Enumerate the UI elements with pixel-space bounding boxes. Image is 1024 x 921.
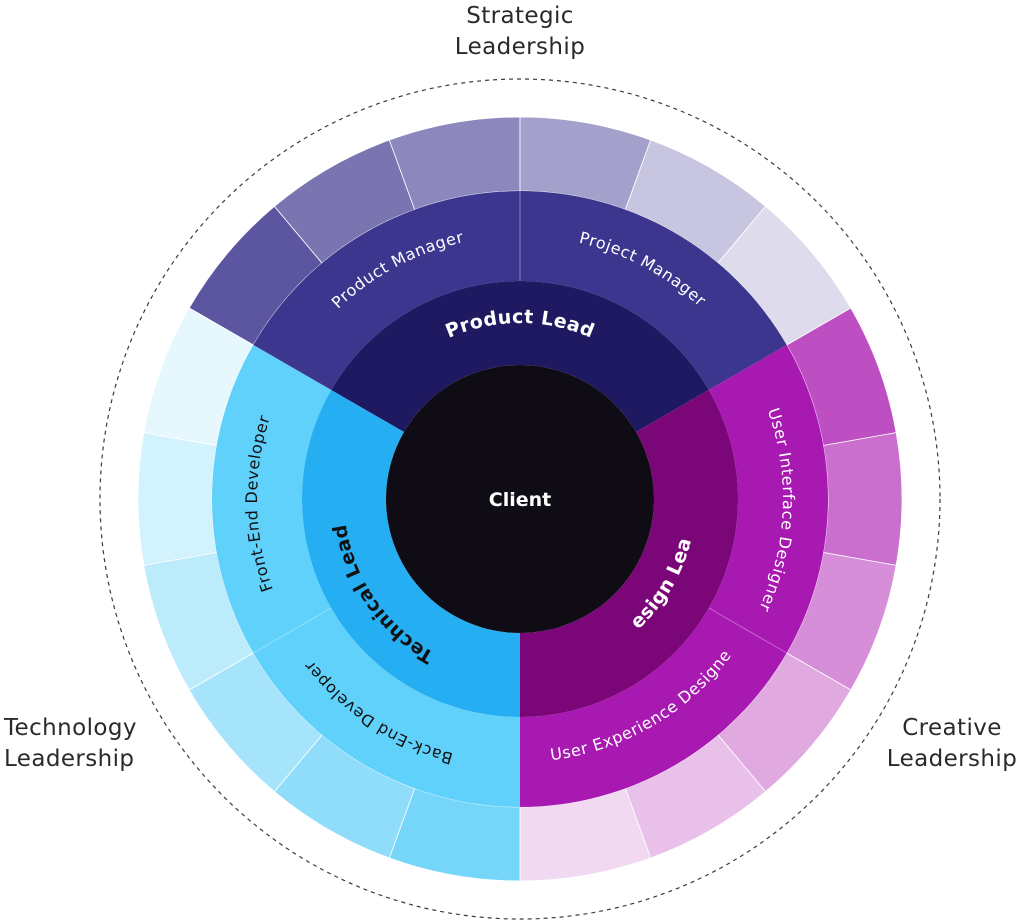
design-lead-ring — [520, 390, 738, 717]
client-core — [386, 365, 654, 633]
product-role-ring — [253, 191, 787, 390]
design-role-ring — [520, 345, 828, 807]
strategic-leadership-label: Strategic Leadership — [454, 3, 586, 60]
design-role-divider — [708, 607, 787, 654]
design-outer-segment-8 — [822, 432, 903, 566]
technology-leadership-label: Technology Leadership — [4, 715, 137, 772]
creative-leadership-label: Creative Leadership — [886, 715, 1018, 772]
technical-role-divider — [253, 607, 332, 654]
technical-lead-ring — [302, 390, 520, 717]
outer-dashed-boundary — [99, 78, 941, 920]
product-lead-ring — [331, 281, 709, 432]
technical-role-ring — [211, 345, 520, 807]
client-label: Client — [489, 489, 551, 511]
technical-outer-segment-17 — [137, 432, 218, 566]
